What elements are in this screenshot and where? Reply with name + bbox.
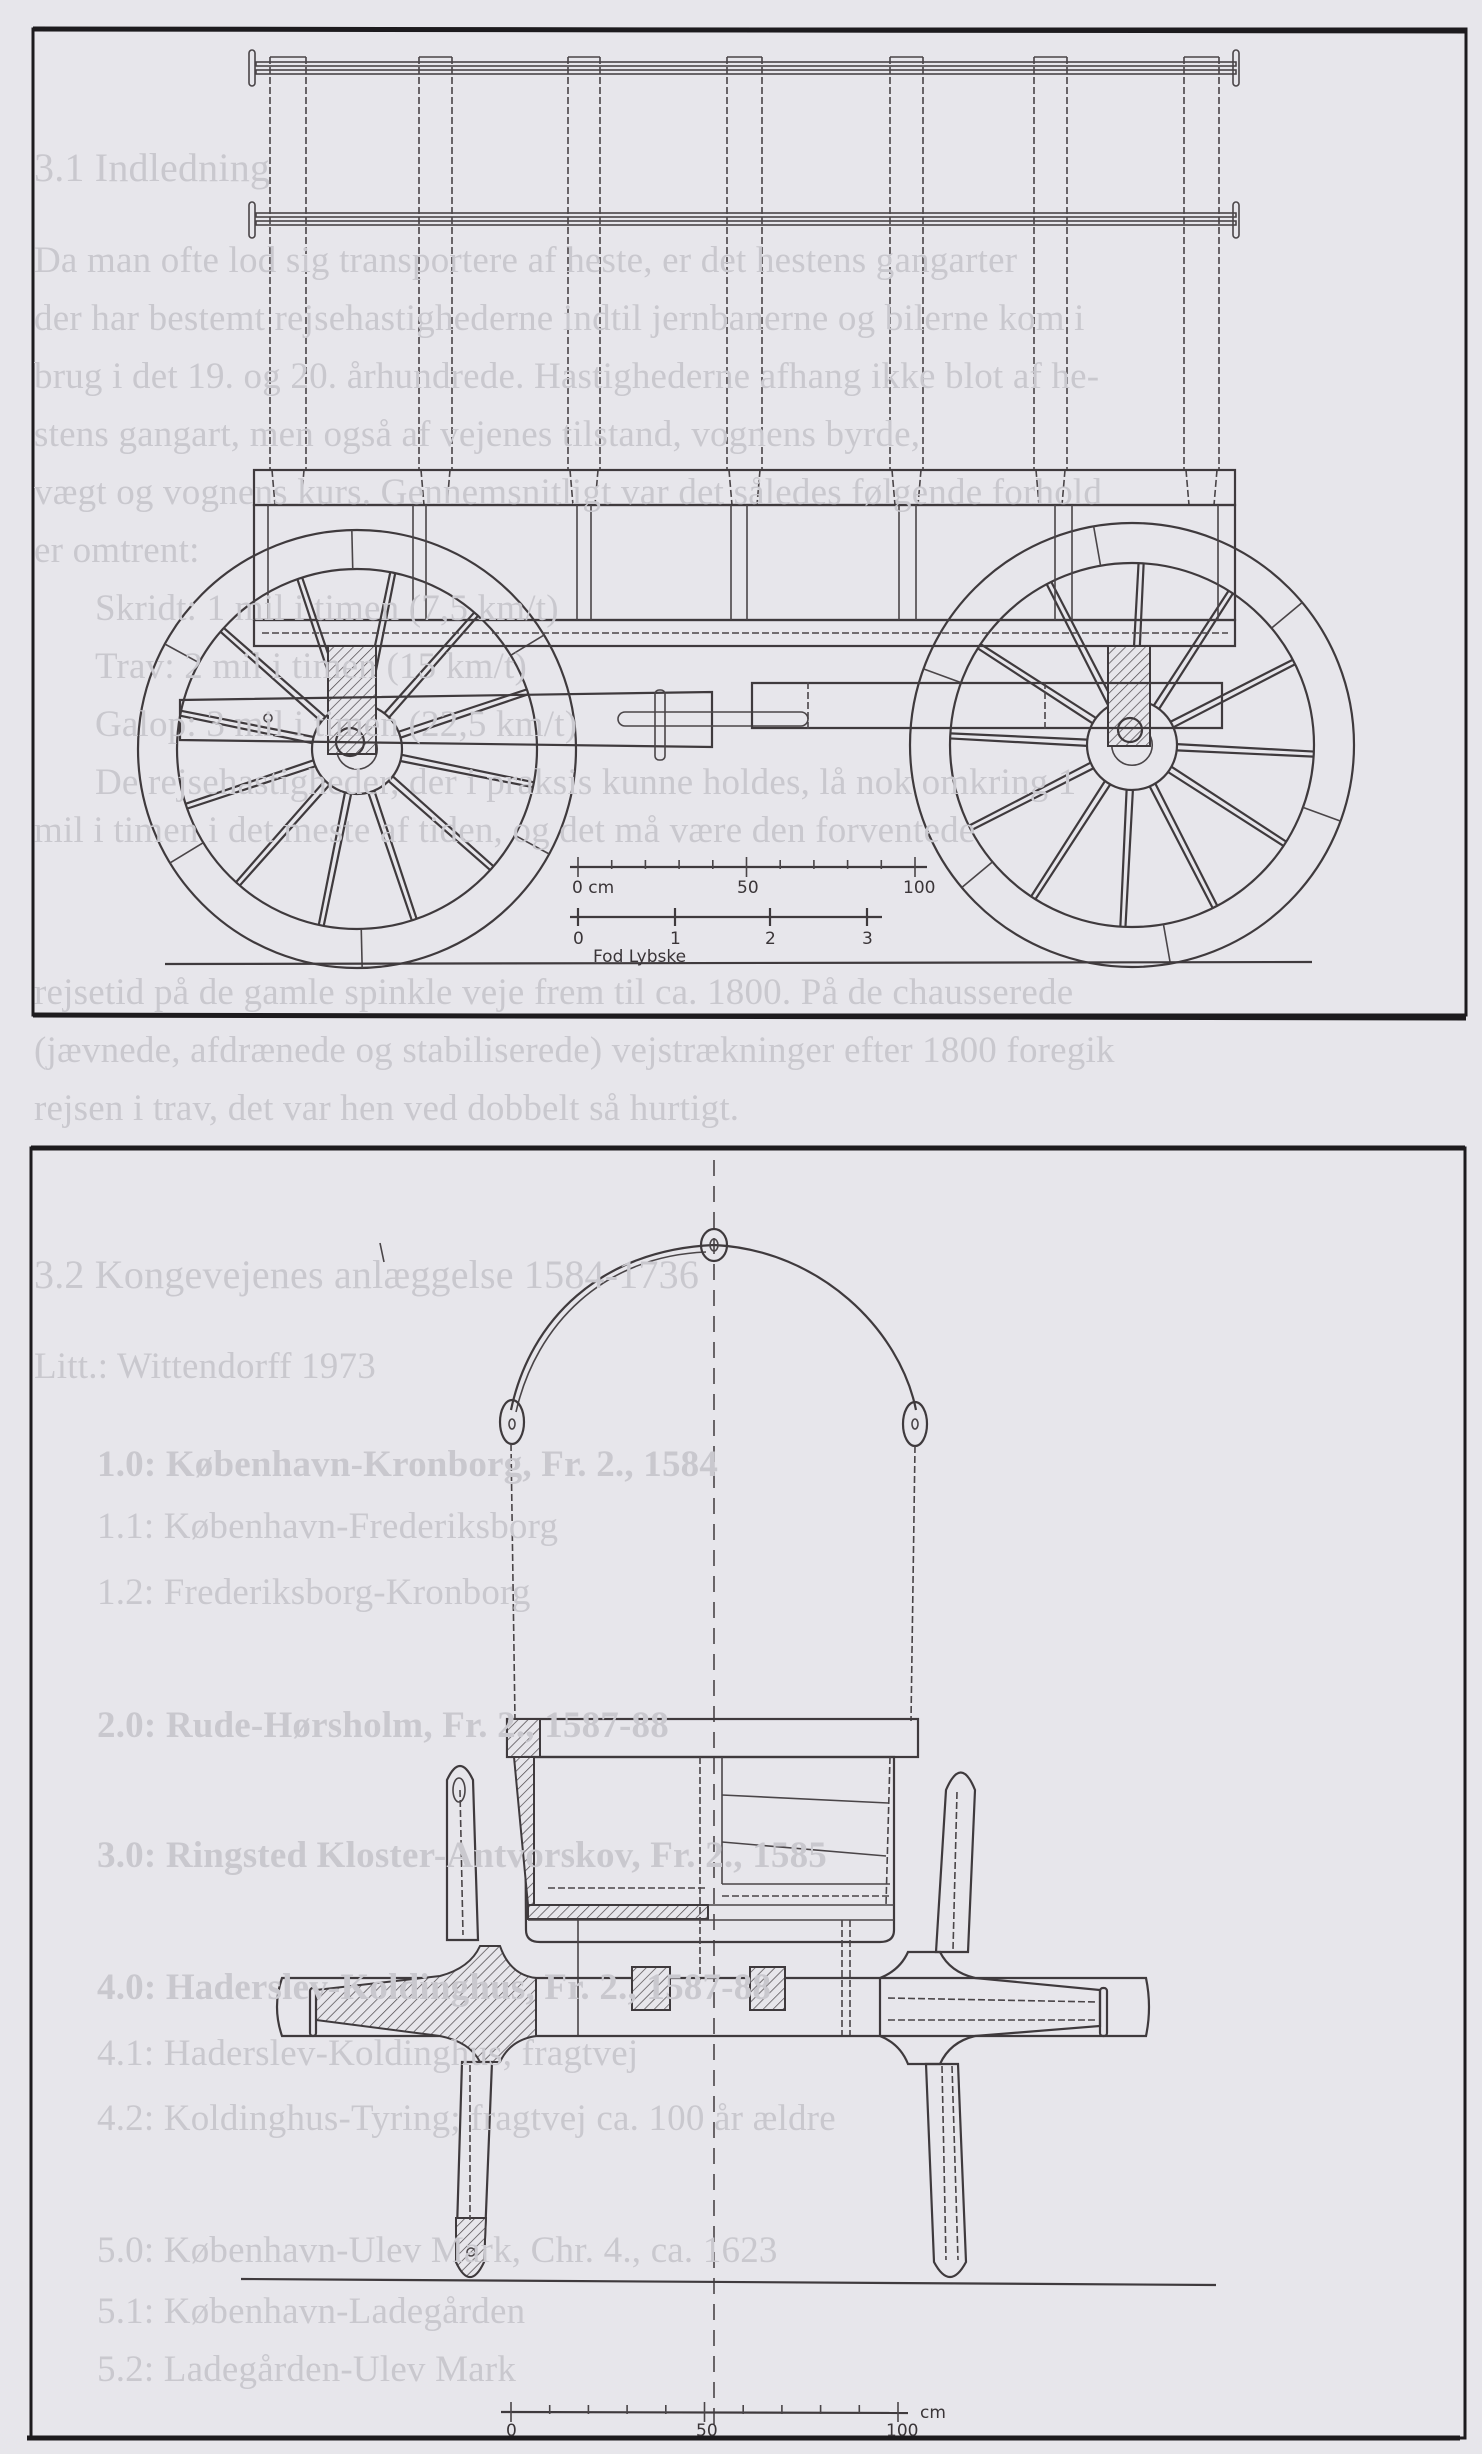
top-rail (248, 49, 1240, 87)
wheel-spoke (367, 790, 418, 921)
stake-taper (271, 469, 276, 506)
scale-unit-label: cm (920, 2403, 946, 2423)
fod-label-2: 2 (765, 929, 776, 949)
wheel-rim-inner (175, 567, 539, 931)
wheel-rim-inner (948, 561, 1316, 929)
undercarriage (178, 645, 1224, 761)
wagon-body (252, 468, 1237, 648)
wheel-spoke (1170, 658, 1296, 729)
felloe-joint (961, 861, 993, 889)
fod-label-0: 0 (573, 929, 584, 949)
axle-and-hubs (275, 1945, 1151, 2066)
wheel-spoke (1152, 590, 1234, 710)
wheel-spoke (1030, 780, 1112, 900)
wheel-spoke (398, 688, 529, 739)
felloe-joint (1302, 806, 1341, 822)
scale-label-50: 50 (696, 2421, 718, 2441)
front-view-figure: 0 50 100 cm (27, 1145, 1467, 2441)
front-wheel (908, 521, 1356, 969)
stake-taper (446, 469, 451, 506)
stake-taper (1185, 469, 1190, 506)
bolster-block (749, 1966, 786, 2011)
right-wheel-front (924, 1771, 977, 2279)
stake-taper (1035, 469, 1040, 506)
scale-label-100: 100 (903, 878, 935, 898)
bolster-block (631, 1966, 671, 2011)
ground-line (240, 2277, 1217, 2287)
stake-taper (891, 469, 896, 506)
front-beam (750, 681, 1224, 730)
stake-taper (594, 469, 599, 506)
scale-bar-cm: 0 50 100 cm (500, 2402, 946, 2441)
axle (275, 1976, 1151, 2038)
side-view-figure: 0 cm 50 100 0 1 2 3 Fod Lybske (31, 26, 1468, 1021)
wagon-body-front (505, 1717, 920, 2036)
frame-bottom-rule (32, 1012, 1467, 1021)
front-bolster (1107, 645, 1151, 747)
stake-taper (420, 469, 425, 506)
wheel-spoke (1148, 783, 1219, 909)
ground-line (164, 960, 1313, 966)
figure-frame (29, 1146, 1467, 2440)
wheel-spoke (383, 611, 479, 719)
wheel-spoke (387, 775, 495, 871)
stake-taper (1213, 469, 1218, 506)
wheel-spoke (235, 779, 331, 887)
wheel-spoke (950, 732, 1088, 747)
wheel-spoke (219, 627, 327, 723)
wheel-spoke (317, 792, 353, 927)
wheel-spoke (1119, 789, 1134, 927)
wheel-spoke (179, 709, 314, 745)
wheel-spoke (1167, 765, 1287, 847)
left-hub (315, 1945, 537, 2063)
felloe-joint (1271, 601, 1303, 629)
felloe-joint (360, 928, 363, 968)
wheel-spoke (1176, 743, 1314, 758)
wheel-rim-outer (908, 521, 1356, 969)
side-stakes (269, 56, 1220, 506)
stake-taper (756, 469, 761, 506)
left-wheel-front (445, 1764, 494, 2279)
felloe-joint (351, 530, 354, 570)
wheel-spoke (400, 753, 535, 789)
felloe-joint (514, 834, 550, 855)
wheel-spoke (185, 759, 316, 810)
felloe-joint (1162, 924, 1172, 964)
frame-top-rule (32, 26, 1467, 34)
canopy-hoop (498, 1227, 929, 1722)
scale-label-50: 50 (737, 878, 759, 898)
stake-taper (300, 469, 305, 506)
scale-bar-cm: 0 cm 50 100 (570, 857, 935, 898)
right-hub (878, 1950, 1102, 2066)
rear-bolster (327, 645, 377, 755)
scale-label-zero: 0 (506, 2421, 517, 2441)
felloe-joint (923, 668, 962, 684)
stake-taper (728, 469, 733, 506)
reach-beam (178, 690, 714, 749)
stake-taper (1061, 469, 1066, 506)
fod-label-1: 1 (670, 929, 681, 949)
wheel-spoke (968, 761, 1094, 832)
fod-unit-label: Fod Lybske (593, 947, 686, 967)
felloe-joint (169, 841, 204, 864)
stake-taper (569, 469, 574, 506)
fod-label-3: 3 (862, 929, 873, 949)
felloe-joint (164, 643, 200, 664)
wheel-spoke (977, 643, 1097, 725)
scale-label-100: 100 (886, 2421, 918, 2441)
stake-taper (917, 469, 922, 506)
wheel-spoke (1045, 581, 1116, 707)
scale-bar-fod: 0 1 2 3 Fod Lybske (570, 908, 882, 967)
scale-label-zero: 0 cm (572, 878, 614, 898)
middle-rail (248, 201, 1240, 239)
felloe-joint (1092, 526, 1102, 566)
wheel-rim-outer (136, 528, 578, 970)
